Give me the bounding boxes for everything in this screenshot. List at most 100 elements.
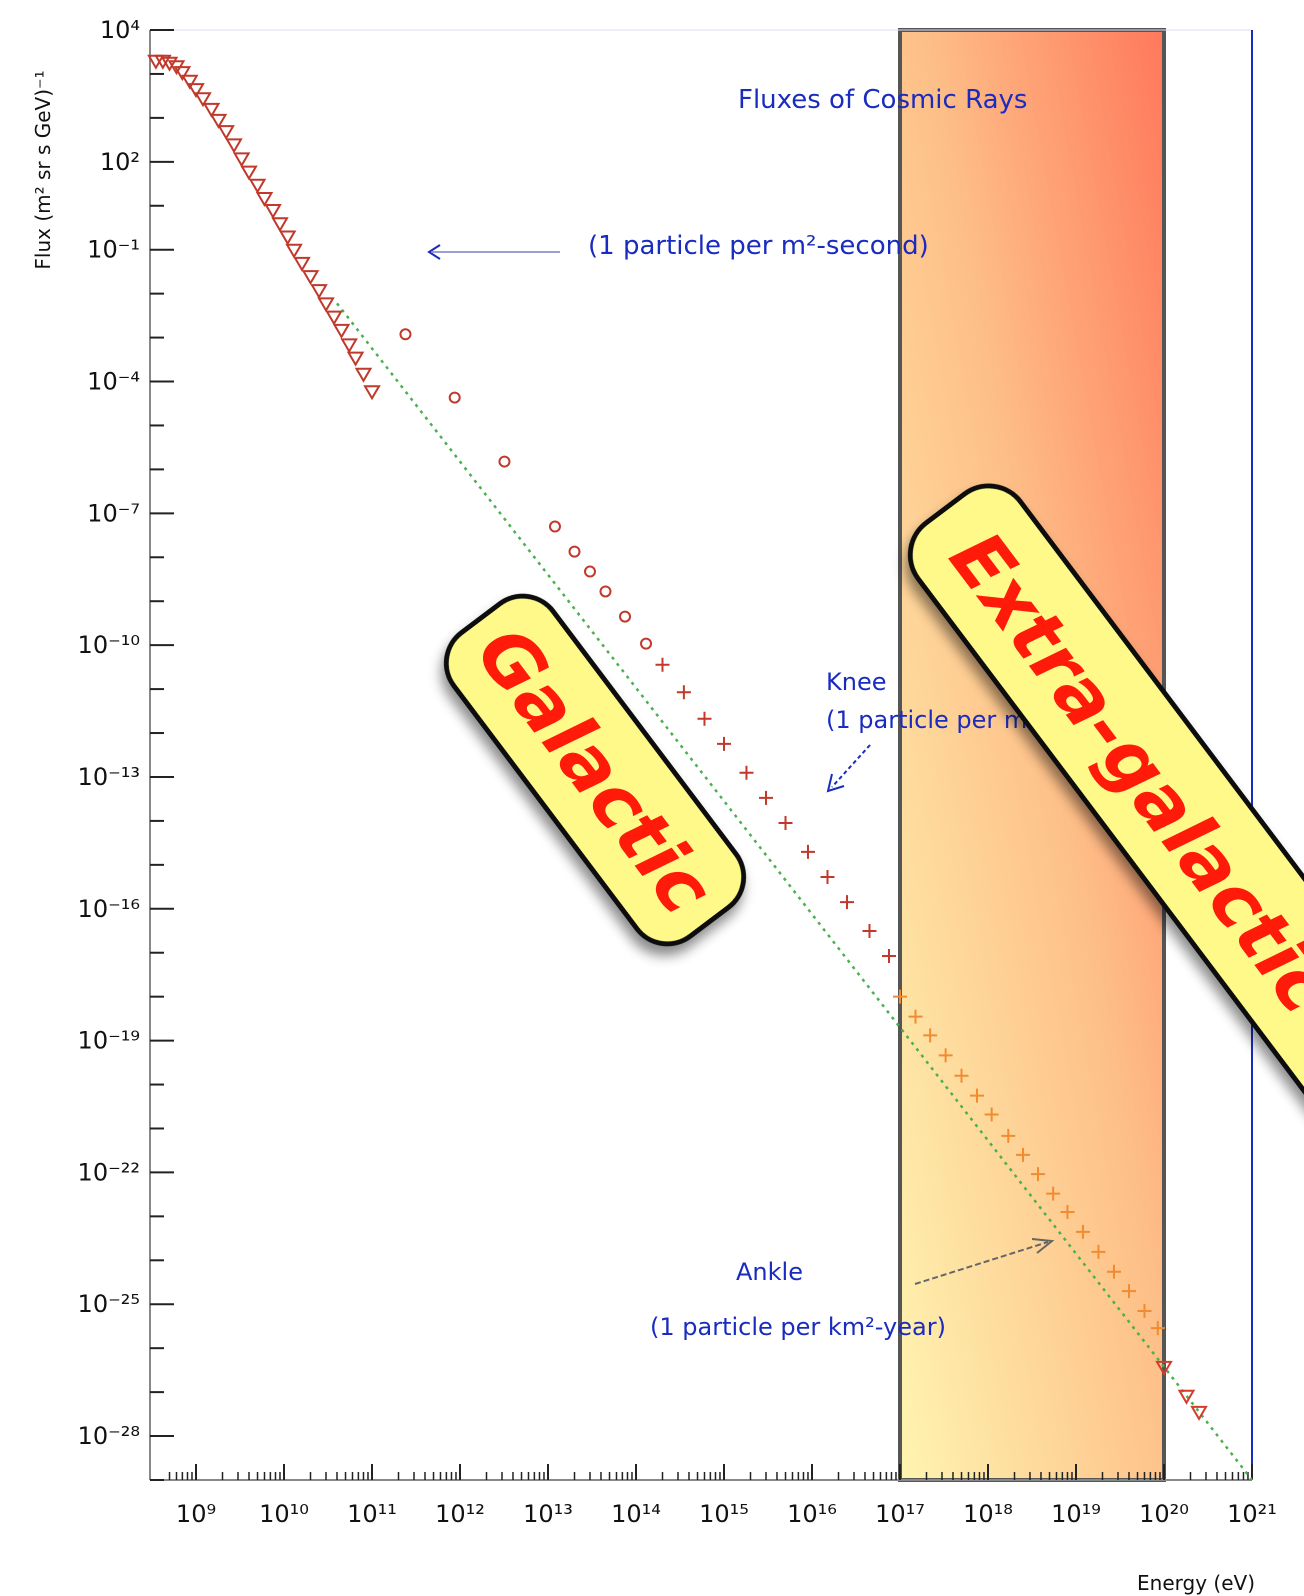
data-point — [217, 125, 235, 141]
data-point — [1046, 1186, 1061, 1201]
annotation-arrowhead-ankle — [1031, 1238, 1055, 1254]
tick-marks — [150, 29, 1253, 1481]
x-axis-title: Energy (eV) — [1137, 1571, 1255, 1595]
data-point — [1060, 1205, 1075, 1219]
x-tick-label: 10²¹ — [1227, 1500, 1277, 1528]
data-point — [882, 949, 897, 964]
data-point — [173, 66, 192, 82]
data-point — [984, 1107, 999, 1122]
data-point — [676, 685, 691, 700]
data-point — [1150, 1321, 1165, 1336]
data-point — [1031, 1167, 1045, 1182]
annotation-particle-per-km2-year: (1 particle per km²-year) — [650, 1313, 946, 1341]
y-tick-label: 10⁻¹ — [87, 236, 140, 264]
data-point — [923, 1028, 938, 1043]
x-tick-label: 10¹⁸ — [963, 1500, 1013, 1528]
data-point — [181, 74, 199, 90]
x-tick-label: 10²⁰ — [1139, 1500, 1189, 1528]
data-point — [293, 256, 311, 272]
data-point — [1137, 1304, 1152, 1319]
data-point — [1155, 1360, 1173, 1376]
data-point — [271, 217, 289, 233]
x-tick-label: 10¹¹ — [347, 1500, 397, 1528]
data-point — [248, 178, 267, 194]
data-point — [820, 869, 835, 884]
data-point — [599, 585, 612, 598]
data-point — [1075, 1224, 1090, 1239]
data-point — [363, 385, 381, 401]
data-point — [354, 367, 373, 383]
x-tick-label: 10¹⁰ — [259, 1500, 309, 1528]
data-point — [255, 192, 274, 208]
y-axis-title: Flux (m² sr s GeV)⁻¹ — [31, 70, 55, 269]
y-tick-label: 10⁻²⁵ — [78, 1290, 140, 1318]
data-point — [325, 310, 343, 326]
data-point — [154, 54, 172, 70]
y-tick-label: 10⁴ — [100, 16, 140, 44]
galactic-label: Galactic — [459, 611, 729, 930]
data-point — [209, 113, 228, 129]
data-point — [954, 1068, 969, 1083]
data-point — [908, 1009, 923, 1024]
data-point — [640, 637, 653, 650]
data-point — [938, 1048, 953, 1063]
x-tick-label: 10¹⁴ — [611, 1500, 661, 1528]
data-point — [202, 102, 221, 118]
data-point — [317, 297, 335, 313]
annotation-arrow-knee — [831, 744, 871, 788]
x-tick-label: 10¹⁷ — [875, 1500, 925, 1528]
data-point — [240, 165, 258, 181]
y-tick-label: 10⁻¹³ — [78, 763, 140, 791]
data-point — [1190, 1405, 1208, 1421]
data-point — [498, 455, 511, 468]
y-tick-labels: 10⁴10²10⁻¹10⁻⁴10⁻⁷10⁻¹⁰10⁻¹³10⁻¹⁶10⁻¹⁹10… — [78, 16, 140, 1450]
data-point — [840, 895, 855, 910]
annotation-arrowhead-1 — [427, 244, 441, 260]
annotation-particle-per-m2-second: (1 particle per m²-second) — [588, 231, 929, 261]
data-point — [399, 328, 412, 341]
x-tick-labels: 10⁹ 10¹⁰ 10¹¹ 10¹² 10¹³ 10¹⁴ 10¹⁵ 10¹⁶ 10¹⁷ 10¹⁸ 1… — [176, 1500, 1277, 1528]
data-point — [278, 230, 297, 246]
x-tick-label: 10¹⁶ — [787, 1500, 837, 1528]
y-tick-label: 10⁻¹⁹ — [78, 1027, 140, 1055]
x-tick-label: 10¹⁵ — [699, 1500, 749, 1528]
data-point — [1121, 1284, 1136, 1299]
x-tick-label: 10¹³ — [523, 1500, 573, 1528]
annotation-knee: Knee — [826, 668, 886, 696]
y-tick-label: 10⁻²⁸ — [78, 1422, 140, 1450]
data-point — [1016, 1147, 1031, 1162]
data-point — [310, 284, 328, 300]
data-point — [194, 92, 212, 108]
data-point — [187, 83, 205, 99]
data-point — [778, 815, 793, 830]
data-point — [758, 790, 773, 805]
data-point — [225, 138, 243, 154]
y-tick-label: 10⁻¹⁶ — [78, 895, 140, 923]
data-point — [1001, 1128, 1016, 1143]
galactic-label-group: Galactic — [443, 593, 747, 947]
y-tick-label: 10⁻⁷ — [87, 499, 140, 527]
chart-title: Fluxes of Cosmic Rays — [738, 85, 1027, 115]
fit-line — [336, 302, 1253, 1481]
data-point — [264, 204, 282, 220]
data-point — [1091, 1244, 1106, 1259]
data-point — [548, 520, 561, 533]
data-point — [285, 243, 303, 259]
x-tick-label: 10¹² — [435, 1500, 485, 1528]
x-tick-label: 10⁹ — [176, 1500, 216, 1528]
annotation-ankle: Ankle — [736, 1258, 803, 1286]
data-point — [655, 657, 670, 672]
extragalactic-label-box — [907, 483, 1304, 1141]
galactic-label-box — [443, 593, 747, 947]
data-point — [332, 323, 351, 339]
data-point — [301, 270, 320, 286]
data-point — [800, 844, 815, 859]
data-point — [717, 736, 732, 751]
data-point — [1177, 1389, 1196, 1405]
data-point — [583, 565, 596, 578]
annotation-arrow-ankle — [914, 1241, 1049, 1285]
x-tick-label: 10¹⁹ — [1051, 1500, 1101, 1528]
data-point — [862, 923, 877, 938]
data-point — [448, 391, 461, 404]
data-point — [739, 765, 754, 780]
